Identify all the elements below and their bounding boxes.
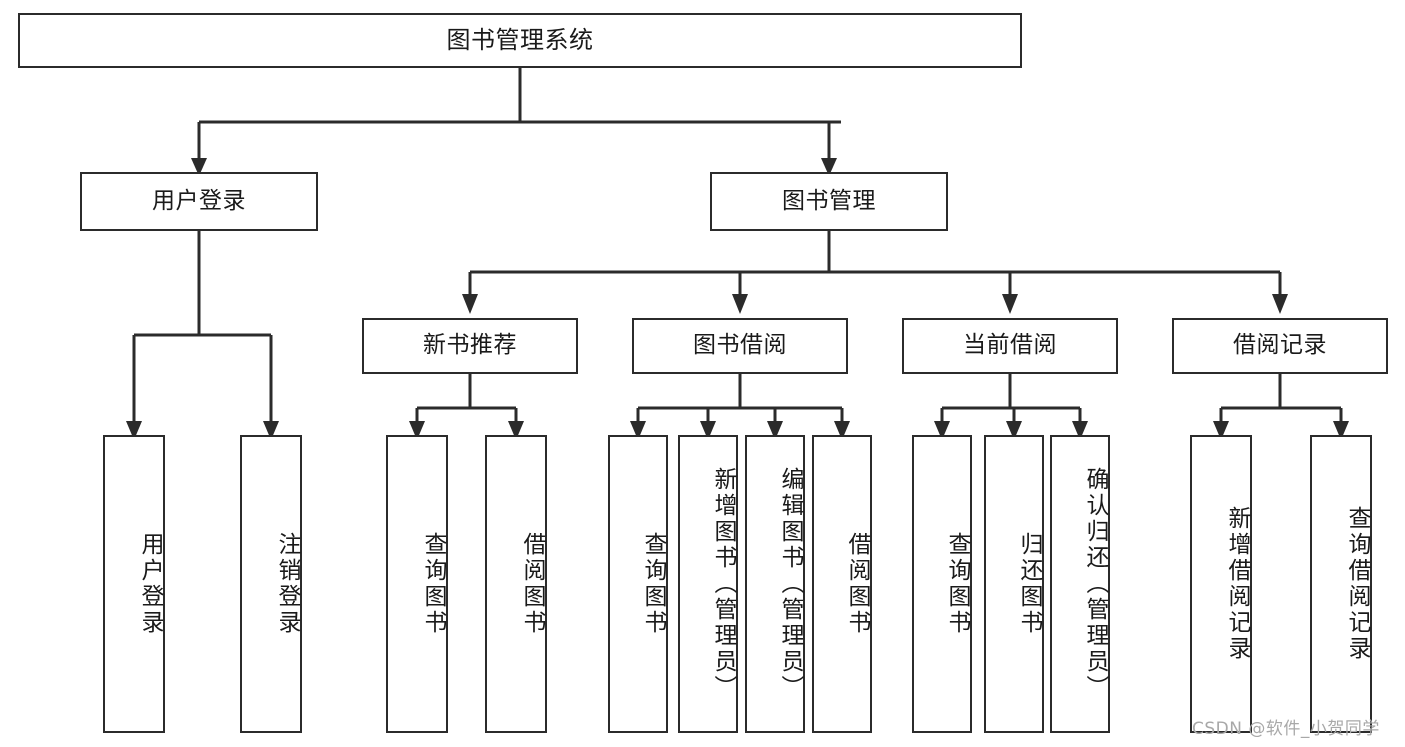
node-leaf-add-book-admin-label: 新增图书（管理员） [710,467,736,701]
node-level3-current-borrow[interactable]: 当前借阅 [902,318,1118,374]
node-root-label: 图书管理系统 [446,26,594,55]
node-leaf-borrow-book-new-label: 借阅图书 [519,532,545,636]
node-level2-user-login-label: 用户登录 [152,187,246,214]
node-leaf-query-book-current[interactable]: 查询图书 [912,435,972,733]
node-leaf-query-book-borrow-label: 查询图书 [640,532,666,636]
node-level3-current-borrow-label: 当前借阅 [963,332,1057,359]
node-level2-user-login[interactable]: 用户登录 [80,172,318,231]
node-leaf-borrow-book[interactable]: 借阅图书 [812,435,872,733]
arrowhead-record [1272,294,1288,314]
node-leaf-logout[interactable]: 注销登录 [240,435,302,733]
node-level2-book-management[interactable]: 图书管理 [710,172,948,231]
node-level3-new-book-recommend[interactable]: 新书推荐 [362,318,578,374]
node-leaf-add-borrow-record-label: 新增借阅记录 [1224,506,1250,662]
arrowhead-current [1002,294,1018,314]
node-leaf-query-borrow-record[interactable]: 查询借阅记录 [1310,435,1372,733]
node-leaf-confirm-return-admin-label: 确认归还（管理员） [1082,467,1108,701]
node-leaf-logout-label: 注销登录 [274,532,300,636]
node-level3-new-book-recommend-label: 新书推荐 [423,332,517,359]
node-leaf-query-borrow-record-label: 查询借阅记录 [1344,506,1370,662]
node-root[interactable]: 图书管理系统 [18,13,1022,68]
node-leaf-borrow-book-label: 借阅图书 [844,532,870,636]
node-leaf-query-book-current-label: 查询图书 [944,532,970,636]
node-leaf-query-book-new[interactable]: 查询图书 [386,435,448,733]
node-leaf-return-book[interactable]: 归还图书 [984,435,1044,733]
node-level3-borrow-record[interactable]: 借阅记录 [1172,318,1388,374]
node-leaf-user-login[interactable]: 用户登录 [103,435,165,733]
node-level3-book-borrow[interactable]: 图书借阅 [632,318,848,374]
arrowhead-borrow [732,294,748,314]
node-leaf-return-book-label: 归还图书 [1016,532,1042,636]
node-leaf-add-book-admin[interactable]: 新增图书（管理员） [678,435,738,733]
node-leaf-confirm-return-admin[interactable]: 确认归还（管理员） [1050,435,1110,733]
node-level2-book-management-label: 图书管理 [782,187,876,214]
arrowhead-new-book [462,294,478,314]
node-leaf-edit-book-admin-label: 编辑图书（管理员） [777,467,803,701]
csdn-watermark: CSDN @软件_小贺同学 [1192,719,1380,739]
node-leaf-query-book-new-label: 查询图书 [420,532,446,636]
node-leaf-add-borrow-record[interactable]: 新增借阅记录 [1190,435,1252,733]
node-leaf-borrow-book-new[interactable]: 借阅图书 [485,435,547,733]
node-leaf-query-book-borrow[interactable]: 查询图书 [608,435,668,733]
node-level3-borrow-record-label: 借阅记录 [1233,332,1327,359]
node-leaf-edit-book-admin[interactable]: 编辑图书（管理员） [745,435,805,733]
node-level3-book-borrow-label: 图书借阅 [693,332,787,359]
node-leaf-user-login-label: 用户登录 [137,532,163,636]
